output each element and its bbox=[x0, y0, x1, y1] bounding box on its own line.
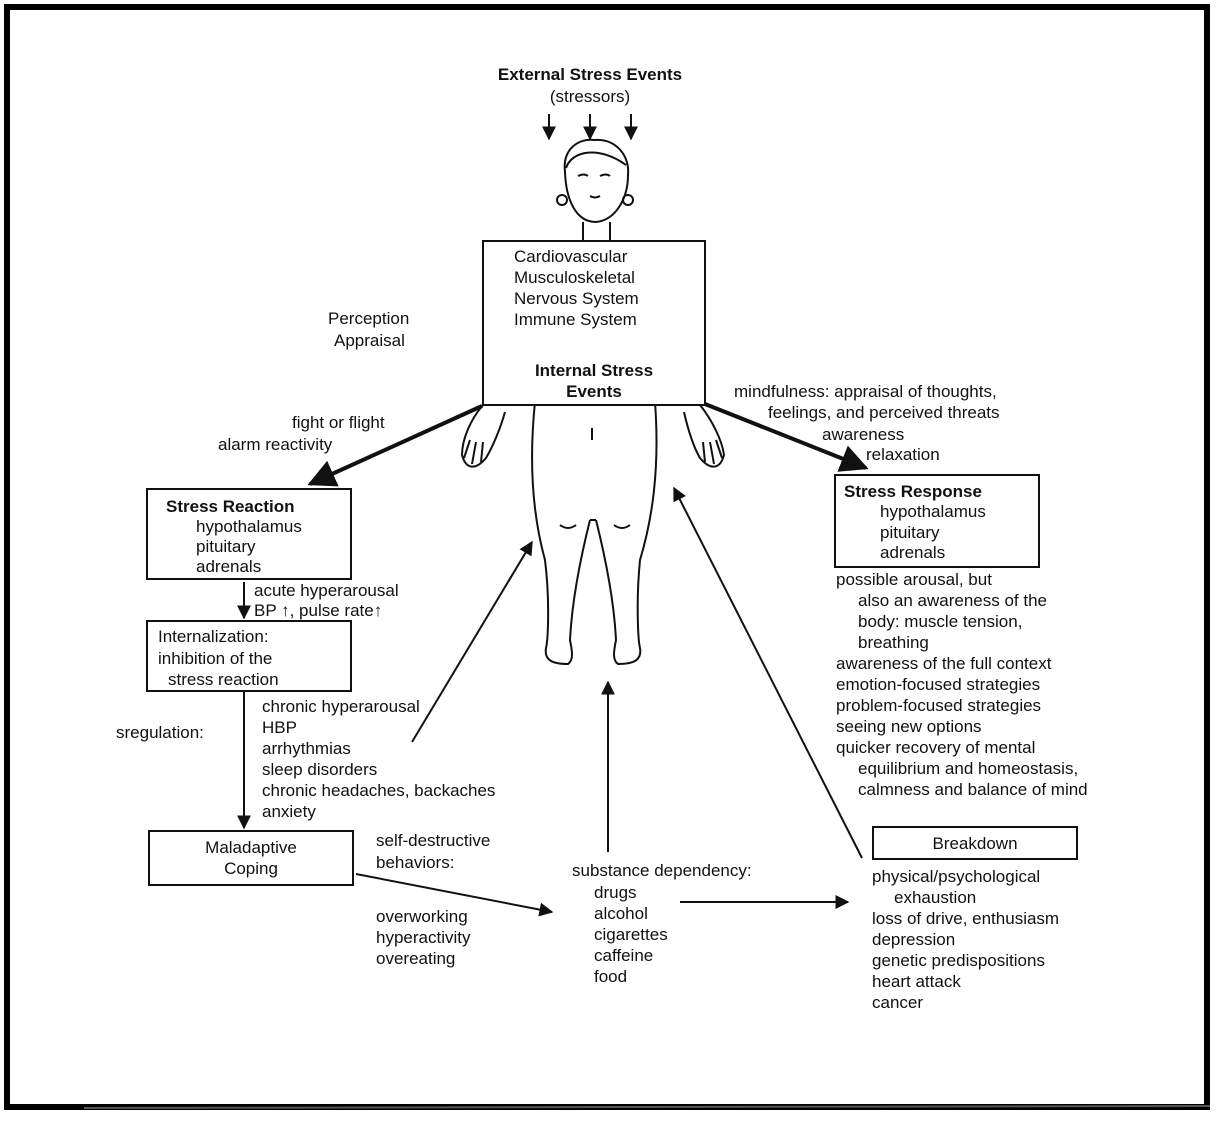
substance-item: drugs bbox=[594, 883, 637, 902]
outcome-item: possible arousal, but bbox=[836, 570, 992, 589]
stress-response-title: Stress Response bbox=[844, 482, 982, 501]
substance-dependency-title: substance dependency: bbox=[572, 861, 752, 880]
breakdown-outcomes-list: physical/psychological exhaustion loss o… bbox=[872, 866, 1059, 1013]
dysregulation-label: sregulation: bbox=[116, 723, 204, 742]
breakdown-item: exhaustion bbox=[894, 888, 977, 907]
substance-item: cigarettes bbox=[594, 925, 668, 944]
perception-label: Perception bbox=[328, 309, 410, 328]
awareness-label: awareness bbox=[822, 425, 905, 444]
chronic-effect-item: chronic hyperarousal bbox=[262, 697, 420, 716]
outcome-item: breathing bbox=[858, 633, 929, 652]
stress-reaction-item: hypothalamus bbox=[196, 517, 302, 536]
outcome-item: equilibrium and homeostasis, bbox=[858, 759, 1079, 778]
human-figure bbox=[460, 138, 726, 666]
behavior-item: overeating bbox=[376, 949, 456, 968]
system-item: Immune System bbox=[514, 310, 637, 329]
maladaptive-coping-box: Maladaptive Coping bbox=[148, 830, 354, 886]
external-stress-title: External Stress Events bbox=[497, 65, 683, 84]
chronic-effect-item: sleep disorders bbox=[262, 760, 378, 779]
stress-reaction-box: Stress Reaction hypothalamus pituitary a… bbox=[146, 488, 352, 580]
breakdown-item: cancer bbox=[872, 993, 924, 1012]
stress-reaction-title: Stress Reaction bbox=[166, 497, 295, 516]
chronic-effect-item: chronic headaches, backaches bbox=[262, 781, 496, 800]
internalization-box: Internalization: inhibition of the stres… bbox=[146, 620, 352, 692]
internalization-line: stress reaction bbox=[168, 670, 279, 689]
stress-response-item: hypothalamus bbox=[880, 502, 986, 521]
outcome-item: also an awareness of the bbox=[858, 591, 1048, 610]
self-destructive-label: self-destructive bbox=[376, 831, 491, 850]
bp-pulse-label: BP ↑, pulse rate↑ bbox=[254, 601, 383, 620]
internal-stress-label-2: Events bbox=[566, 382, 622, 401]
behaviors-label: behaviors: bbox=[376, 853, 455, 872]
substance-list: drugs alcohol cigarettes caffeine food bbox=[594, 882, 668, 987]
chronic-effects-list: chronic hyperarousal HBP arrhythmias sle… bbox=[262, 696, 495, 822]
breakdown-item: heart attack bbox=[872, 972, 961, 991]
mindfulness-label-2: feelings, and perceived threats bbox=[768, 403, 1000, 422]
internalization-line: Internalization: bbox=[158, 627, 269, 646]
outcome-item: calmness and balance of mind bbox=[858, 780, 1088, 799]
outcome-item: seeing new options bbox=[836, 717, 982, 736]
behavior-item: overworking bbox=[376, 907, 468, 926]
alarm-reactivity-label: alarm reactivity bbox=[218, 435, 333, 454]
body-systems-list: Cardiovascular Musculoskeletal Nervous S… bbox=[514, 246, 639, 330]
response-outcomes-list: possible arousal, but also an awareness … bbox=[836, 569, 1088, 800]
fight-or-flight-label: fight or flight bbox=[292, 413, 385, 432]
stress-response-item: pituitary bbox=[880, 523, 940, 542]
chronic-effect-item: arrhythmias bbox=[262, 739, 351, 758]
substance-item: caffeine bbox=[594, 946, 654, 965]
behaviors-list: overworking hyperactivity overeating bbox=[376, 906, 470, 969]
breakdown-item: physical/psychological bbox=[872, 867, 1041, 886]
acute-hyperarousal-label: acute hyperarousal bbox=[254, 581, 399, 600]
substance-item: alcohol bbox=[594, 904, 648, 923]
system-item: Nervous System bbox=[514, 289, 639, 308]
chronic-effect-item: HBP bbox=[262, 718, 297, 737]
stress-reaction-item: pituitary bbox=[196, 537, 256, 556]
breakdown-item: loss of drive, enthusiasm bbox=[872, 909, 1060, 928]
outcome-item: quicker recovery of mental bbox=[836, 738, 1036, 757]
stress-response-item: adrenals bbox=[880, 543, 946, 562]
outcome-item: awareness of the full context bbox=[836, 654, 1052, 673]
maladaptive-line: Maladaptive bbox=[205, 838, 297, 857]
outcome-item: problem-focused strategies bbox=[836, 696, 1042, 715]
chronic-effect-item: anxiety bbox=[262, 802, 316, 821]
substance-item: food bbox=[594, 967, 628, 986]
system-item: Musculoskeletal bbox=[514, 268, 635, 287]
internalization-line: inhibition of the bbox=[158, 649, 273, 668]
breakdown-title: Breakdown bbox=[932, 834, 1018, 853]
maladaptive-line: Coping bbox=[224, 859, 278, 878]
relaxation-label: relaxation bbox=[866, 445, 940, 464]
stress-reaction-item: adrenals bbox=[196, 557, 262, 576]
external-stress-subtitle: (stressors) bbox=[549, 87, 631, 106]
outcome-item: emotion-focused strategies bbox=[836, 675, 1041, 694]
stress-response-box: Stress Response hypothalamus pituitary a… bbox=[834, 474, 1040, 568]
internal-stress-label-1: Internal Stress bbox=[534, 361, 654, 380]
breakdown-item: depression bbox=[872, 930, 956, 949]
mindfulness-label: mindfulness: appraisal of thoughts, bbox=[734, 382, 997, 401]
behavior-item: hyperactivity bbox=[376, 928, 471, 947]
body-systems-box: Cardiovascular Musculoskeletal Nervous S… bbox=[482, 240, 706, 406]
breakdown-item: genetic predispositions bbox=[872, 951, 1045, 970]
system-item: Cardiovascular bbox=[514, 247, 628, 266]
outcome-item: body: muscle tension, bbox=[858, 612, 1023, 631]
appraisal-label: Appraisal bbox=[334, 331, 405, 350]
breakdown-box: Breakdown bbox=[872, 826, 1078, 860]
